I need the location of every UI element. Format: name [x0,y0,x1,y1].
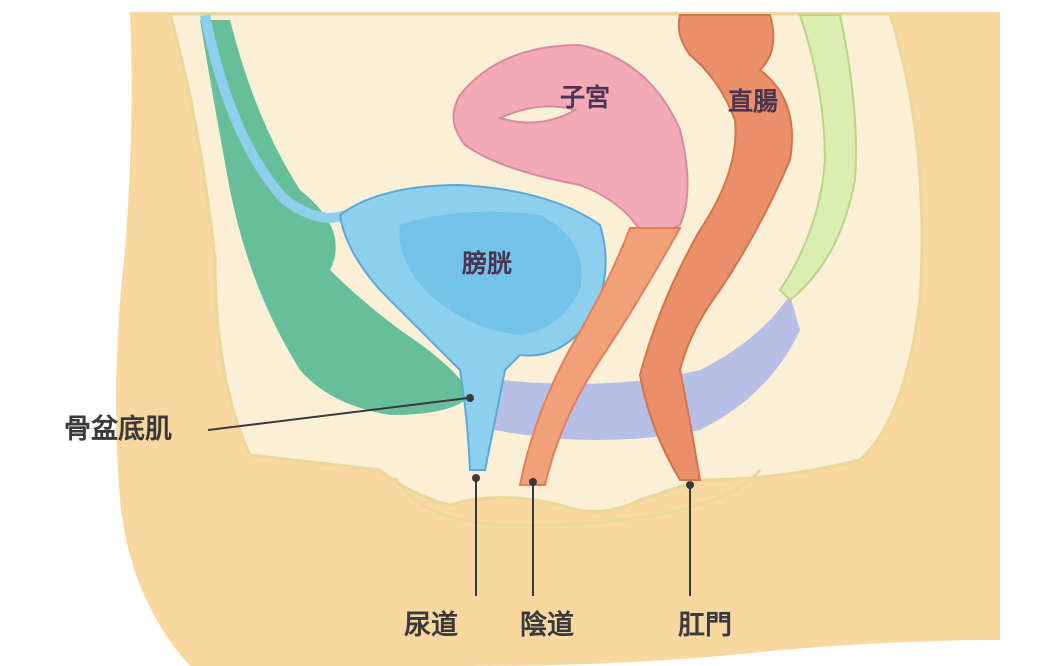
label-pelvic-floor: 骨盆底肌 [64,413,172,445]
rectum-shape [638,14,793,481]
leader-pelvic-floor [207,397,469,431]
label-uterus: 子宮 [560,83,610,112]
vagina-canal [518,227,682,486]
spine-shape [778,14,857,302]
label-anus: 肛門 [678,610,732,641]
bladder-inner [399,211,582,335]
perineum-fold [393,469,762,527]
ureter [200,14,347,223]
pubic-bone [200,20,470,415]
label-rectum: 直腸 [728,87,778,116]
marker-pelvic-floor [466,394,474,402]
marker-anus [686,481,694,489]
marker-urethra [472,474,480,482]
label-bladder: 膀胱 [461,249,512,278]
uterus-cavity [497,105,578,124]
marker-vagina [529,478,537,486]
label-urethra: 尿道 [404,609,458,641]
label-vagina: 陰道 [520,609,574,641]
